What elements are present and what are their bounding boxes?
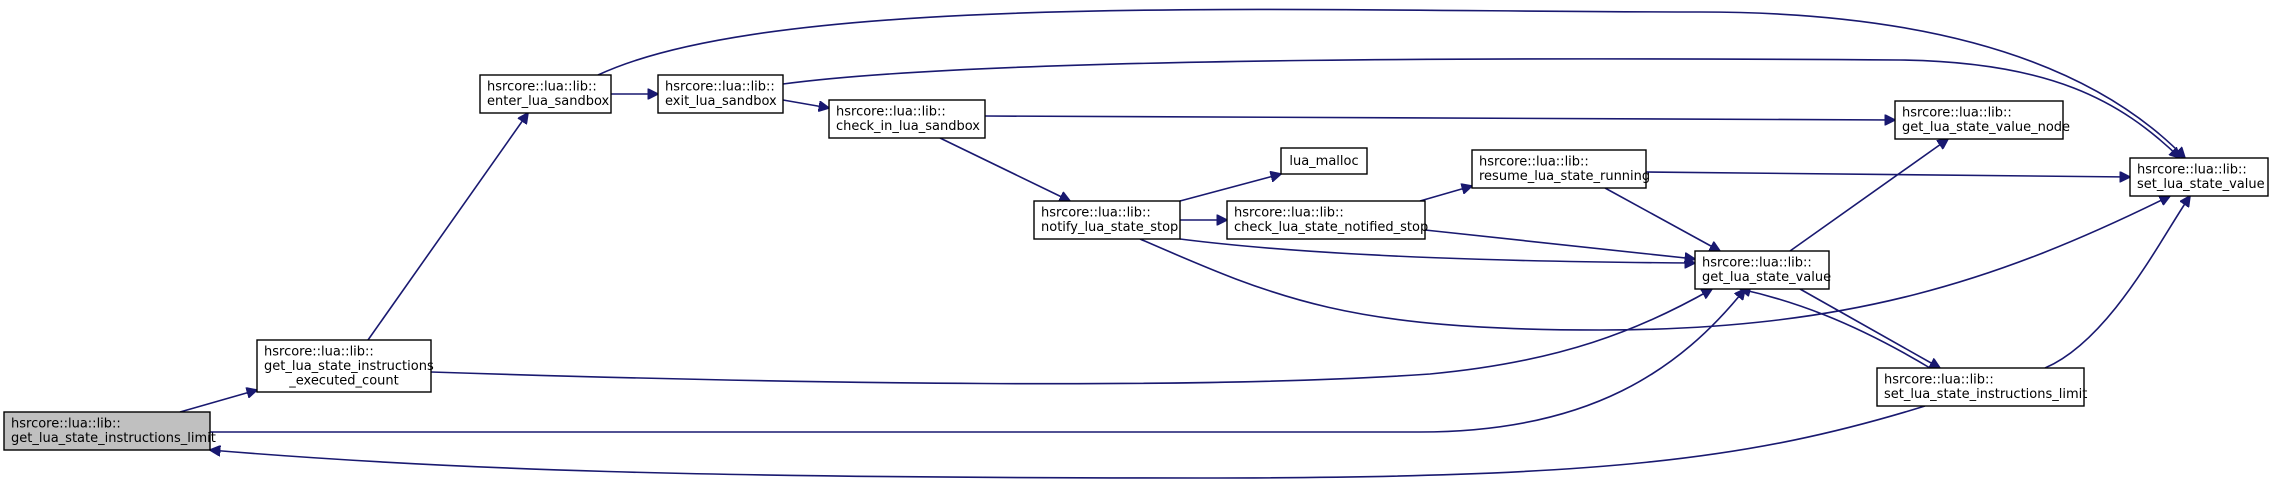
node-label-line: hsrcore::lua::lib:: bbox=[1234, 206, 1344, 221]
nodes-layer: hsrcore::lua::lib::get_lua_state_instruc… bbox=[3, 74, 2269, 451]
node-box[interactable] bbox=[1226, 200, 1426, 240]
node-get-value-node[interactable]: hsrcore::lua::lib::get_lua_state_value_n… bbox=[1894, 100, 2070, 140]
node-box[interactable] bbox=[1280, 147, 1368, 175]
node-box[interactable] bbox=[1033, 200, 1181, 240]
node-label-line: check_in_lua_sandbox bbox=[836, 119, 980, 134]
edge-limit-get-to-get-value bbox=[210, 289, 1745, 433]
node-label-line: set_lua_state_instructions_limit bbox=[1884, 387, 2087, 402]
edge-check-in-to-notify bbox=[939, 137, 1070, 201]
node-label-line: hsrcore::lua::lib:: bbox=[11, 417, 121, 432]
edge-set-limit-to-set-value bbox=[2044, 196, 2190, 369]
node-box[interactable] bbox=[657, 74, 784, 114]
node-box[interactable] bbox=[1894, 100, 2064, 140]
edge-exec-count-to-enter bbox=[367, 113, 528, 341]
edge-exit-to-set-value bbox=[782, 58, 2180, 158]
node-label-line: check_lua_state_notified_stop bbox=[1234, 220, 1428, 235]
edge-resume-to-set-value bbox=[1645, 171, 2130, 177]
node-exec-count[interactable]: hsrcore::lua::lib::get_lua_state_instruc… bbox=[256, 339, 434, 393]
edge-exec-count-to-get-value bbox=[430, 289, 1712, 385]
node-label-line: hsrcore::lua::lib:: bbox=[2137, 163, 2247, 178]
node-exit[interactable]: hsrcore::lua::lib::exit_lua_sandbox bbox=[657, 74, 784, 114]
node-label-line: enter_lua_sandbox bbox=[487, 94, 610, 109]
node-get-value[interactable]: hsrcore::lua::lib::get_lua_state_value bbox=[1694, 250, 1831, 290]
node-label-line: hsrcore::lua::lib:: bbox=[1884, 373, 1994, 388]
node-label-line: hsrcore::lua::lib:: bbox=[1479, 155, 1589, 170]
node-label-line: hsrcore::lua::lib:: bbox=[487, 80, 597, 95]
node-label-line: get_lua_state_value_node bbox=[1902, 120, 2070, 135]
node-label-line: hsrcore::lua::lib:: bbox=[1702, 256, 1812, 271]
node-resume[interactable]: hsrcore::lua::lib::resume_lua_state_runn… bbox=[1471, 149, 1650, 189]
node-label-line: lua_malloc bbox=[1289, 154, 1358, 169]
node-limit-get[interactable]: hsrcore::lua::lib::get_lua_state_instruc… bbox=[3, 411, 216, 451]
edge-resume-to-get-value bbox=[1604, 187, 1720, 251]
node-label-line: hsrcore::lua::lib:: bbox=[1041, 206, 1151, 221]
node-label-line: resume_lua_state_running bbox=[1479, 169, 1650, 184]
node-label-line: get_lua_state_value bbox=[1702, 270, 1831, 285]
edge-check-notified-to-get-value bbox=[1424, 229, 1695, 259]
node-box[interactable] bbox=[479, 74, 612, 114]
edge-notify-to-get-value bbox=[1179, 238, 1695, 263]
edge-set-limit-to-get-value bbox=[1740, 289, 1931, 369]
node-label-line: notify_lua_state_stop bbox=[1041, 220, 1178, 235]
node-set-limit[interactable]: hsrcore::lua::lib::set_lua_state_instruc… bbox=[1876, 367, 2087, 407]
node-box[interactable] bbox=[1471, 149, 1647, 189]
node-label-line: hsrcore::lua::lib:: bbox=[836, 105, 946, 120]
node-box[interactable] bbox=[1876, 367, 2085, 407]
edge-exit-to-check-in bbox=[782, 99, 829, 108]
node-box[interactable] bbox=[828, 99, 986, 139]
edge-enter-to-set-value bbox=[597, 8, 2185, 158]
node-label-line: exit_lua_sandbox bbox=[665, 94, 777, 109]
edge-check-notified-to-resume bbox=[1419, 186, 1472, 202]
edge-get-value-to-get-value-node bbox=[1789, 139, 1948, 252]
node-label-line: hsrcore::lua::lib:: bbox=[264, 344, 374, 359]
node-box[interactable] bbox=[2129, 157, 2269, 197]
node-box[interactable] bbox=[256, 339, 432, 393]
node-notify[interactable]: hsrcore::lua::lib::notify_lua_state_stop bbox=[1033, 200, 1181, 240]
node-label-line: get_lua_state_instructions_limit bbox=[11, 431, 216, 446]
node-label-line: get_lua_state_instructions bbox=[264, 359, 434, 374]
node-enter[interactable]: hsrcore::lua::lib::enter_lua_sandbox bbox=[479, 74, 612, 114]
edge-notify-to-set-value bbox=[1139, 196, 2170, 331]
edge-notify-to-malloc bbox=[1179, 174, 1281, 202]
edge-set-limit-to-limit-get bbox=[210, 405, 1926, 479]
edges-layer bbox=[179, 8, 2190, 479]
node-check-notified[interactable]: hsrcore::lua::lib::check_lua_state_notif… bbox=[1226, 200, 1428, 240]
edge-get-value-to-set-limit bbox=[1799, 288, 1940, 368]
node-malloc[interactable]: lua_malloc bbox=[1280, 147, 1368, 175]
node-label-line: hsrcore::lua::lib:: bbox=[665, 80, 775, 95]
node-label-line: _executed_count bbox=[288, 373, 398, 388]
node-set-value[interactable]: hsrcore::lua::lib::set_lua_state_value bbox=[2129, 157, 2269, 197]
node-check-in[interactable]: hsrcore::lua::lib::check_in_lua_sandbox bbox=[828, 99, 986, 139]
edge-check-in-to-get-value-node bbox=[984, 116, 1895, 120]
node-box[interactable] bbox=[3, 411, 211, 451]
node-box[interactable] bbox=[1694, 250, 1830, 290]
node-label-line: set_lua_state_value bbox=[2137, 177, 2265, 192]
edge-limit-get-to-exec-count bbox=[179, 390, 257, 413]
node-label-line: hsrcore::lua::lib:: bbox=[1902, 106, 2012, 121]
